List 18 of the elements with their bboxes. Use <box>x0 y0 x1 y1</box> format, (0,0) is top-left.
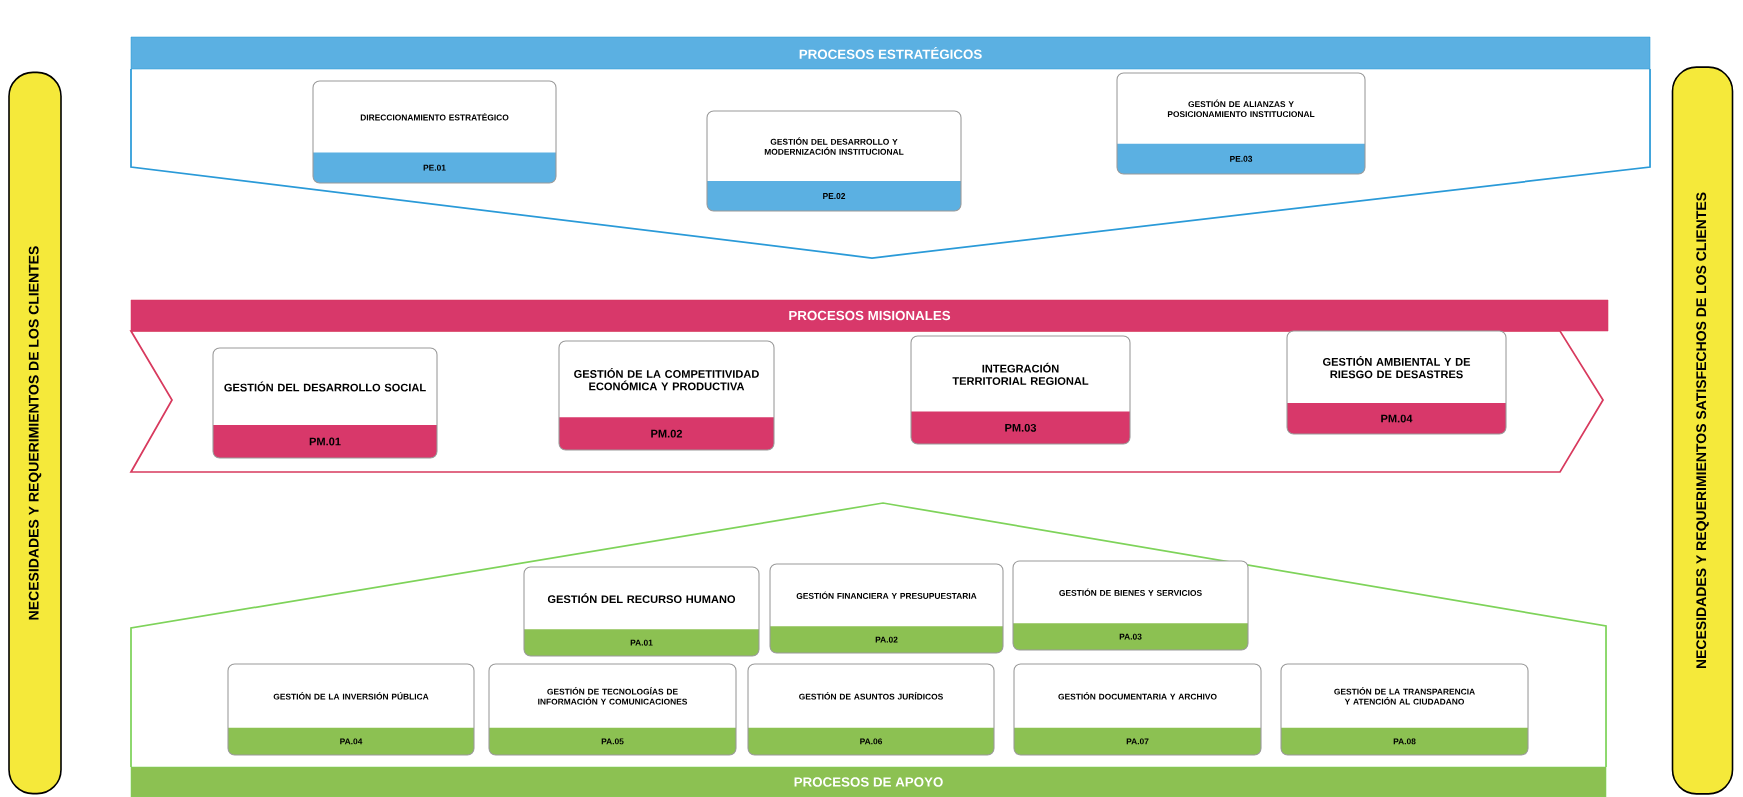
process-box: GESTIÓN FINANCIERA Y PRESUPUESTARIA PA.02 <box>769 563 1004 654</box>
process-box: GESTIÓN DE LA COMPETITIVIDAD ECONÓMICA Y PRODUCTIVA PM.02 <box>558 340 775 451</box>
node-label: PROCESOS MISIONALES <box>789 310 951 321</box>
process-box: DIRECCIONAMIENTO ESTRATÉGICO PE.01 <box>312 80 557 184</box>
process-box: GESTIÓN DE BIENES Y SERVICIOS PA.03 <box>1012 560 1249 651</box>
process-box: INTEGRACIÓN TERRITORIAL REGIONAL PM.03 <box>910 335 1131 445</box>
process-box: GESTIÓN DEL RECURSO HUMANO PA.01 <box>523 566 760 657</box>
process-box: GESTIÓN DE LA TRANSPARENCIA Y ATENCIÓN AL CIUDADANO PA.08 <box>1280 663 1529 756</box>
process-box: GESTIÓN DEL DESARROLLO Y MODERNIZACIÓN INSTITUCIONAL PE.02 <box>706 110 962 212</box>
process-box: GESTIÓN DE ASUNTOS JURÍDICOS PA.06 <box>747 663 995 756</box>
process-box: GESTIÓN DE TECNOLOGÍAS DE INFORMACIÓN Y COMUNICACIONES PA.05 <box>488 663 737 756</box>
process-box: GESTIÓN DE LA INVERSIÓN PÚBLICA PA.04 <box>227 663 475 756</box>
process-box: GESTIÓN DE ALIANZAS Y POSICIONAMIENTO INSTITUCIONAL PE.03 <box>1116 72 1366 175</box>
process-box: GESTIÓN DEL DESARROLLO SOCIAL PM.01 <box>212 347 438 459</box>
side-pill: NECESIDADES Y REQUERIMIENTOS SATISFECHOS DE LOS CLIENTES <box>1671 66 1734 795</box>
process-box: GESTIÓN AMBIENTAL Y DE RIESGO DE DESASTRES PM.04 <box>1286 330 1507 435</box>
side-pill: NECESIDADES Y REQUERIMIENTOS DE LOS CLIENTES <box>8 71 62 795</box>
process-box: GESTIÓN DOCUMENTARIA Y ARCHIVO PA.07 <box>1013 663 1262 756</box>
